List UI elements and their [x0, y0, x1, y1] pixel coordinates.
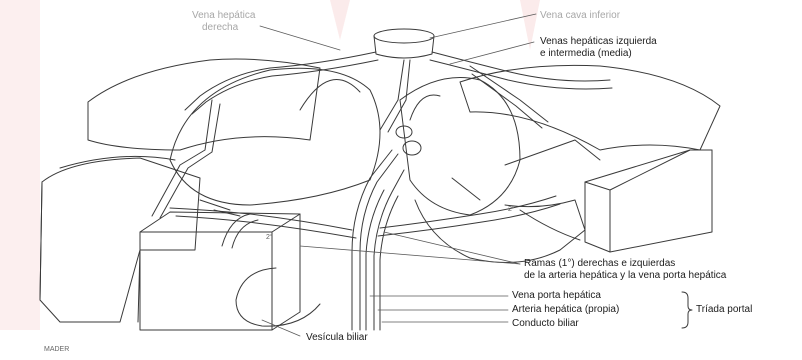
vena-cava-body [374, 36, 434, 58]
upper-left-lobe [88, 59, 320, 150]
label-portal-vein: Vena porta hepática [512, 290, 601, 302]
label-hepatic-artery: Arteria hepática (propia) [512, 304, 619, 316]
front-cut-block [140, 232, 272, 330]
right-cut-block [585, 150, 712, 252]
label-right-hepatic-vein: Vena hepática derecha [192, 10, 255, 34]
vena-cava-top [374, 29, 434, 43]
label-second-order-left: 2° [266, 232, 273, 244]
left-segment-block [40, 158, 200, 322]
portal-triad-trunk [352, 150, 404, 330]
right-branches [378, 196, 560, 236]
central-dome-right [400, 78, 520, 216]
label-left-middle-veins: Venas hepáticas izquierda e intermedia (… [540, 36, 657, 60]
lower-right-lobe [415, 200, 585, 263]
label-portal-triad: Tríada portal [696, 304, 752, 316]
label-bile-duct: Conducto biliar [512, 318, 579, 330]
label-gallbladder: Vesícula biliar [306, 332, 368, 344]
label-inferior-vena-cava: Vena cava inferior [540, 10, 620, 22]
label-second-order-right: 2° [508, 204, 515, 216]
triad-bracket [682, 292, 692, 328]
signature: MADER [44, 344, 69, 356]
gallbladder [236, 268, 320, 326]
leader-lines [260, 14, 536, 336]
label-branches: Ramas (1°) derechas e izquierdas de la a… [524, 258, 726, 282]
right-hepatic-vein [185, 52, 376, 110]
